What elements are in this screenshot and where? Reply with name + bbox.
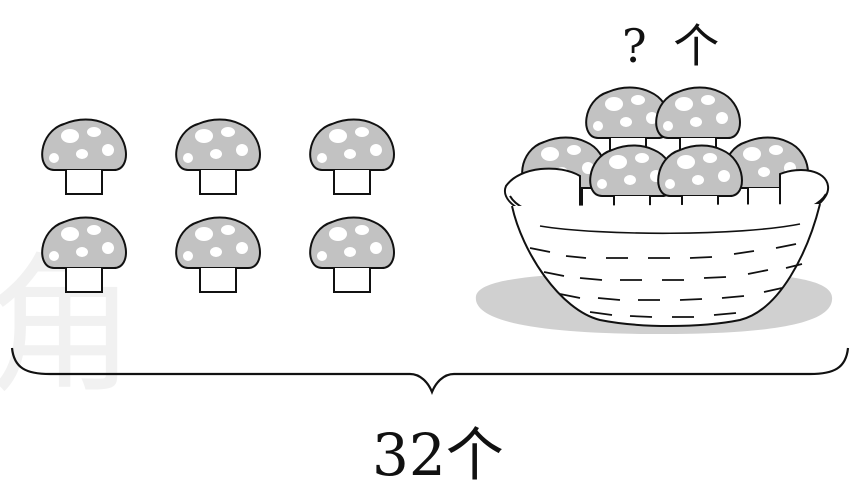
total-brace [10,347,850,395]
mushroom-icon [309,118,395,195]
diagram-canvas [10,86,850,395]
total-count-label: 32个 [372,421,504,489]
mushroom-icon [175,216,261,293]
basket-group [475,86,833,334]
mushroom-icon [309,216,395,293]
basket-icon [503,167,830,327]
loose-mushroom-group [41,118,395,293]
mushroom-icon [175,118,261,195]
mushroom-icon [41,118,127,195]
mushroom-icon [41,216,127,293]
unknown-count-label: ? 个 [622,19,726,73]
